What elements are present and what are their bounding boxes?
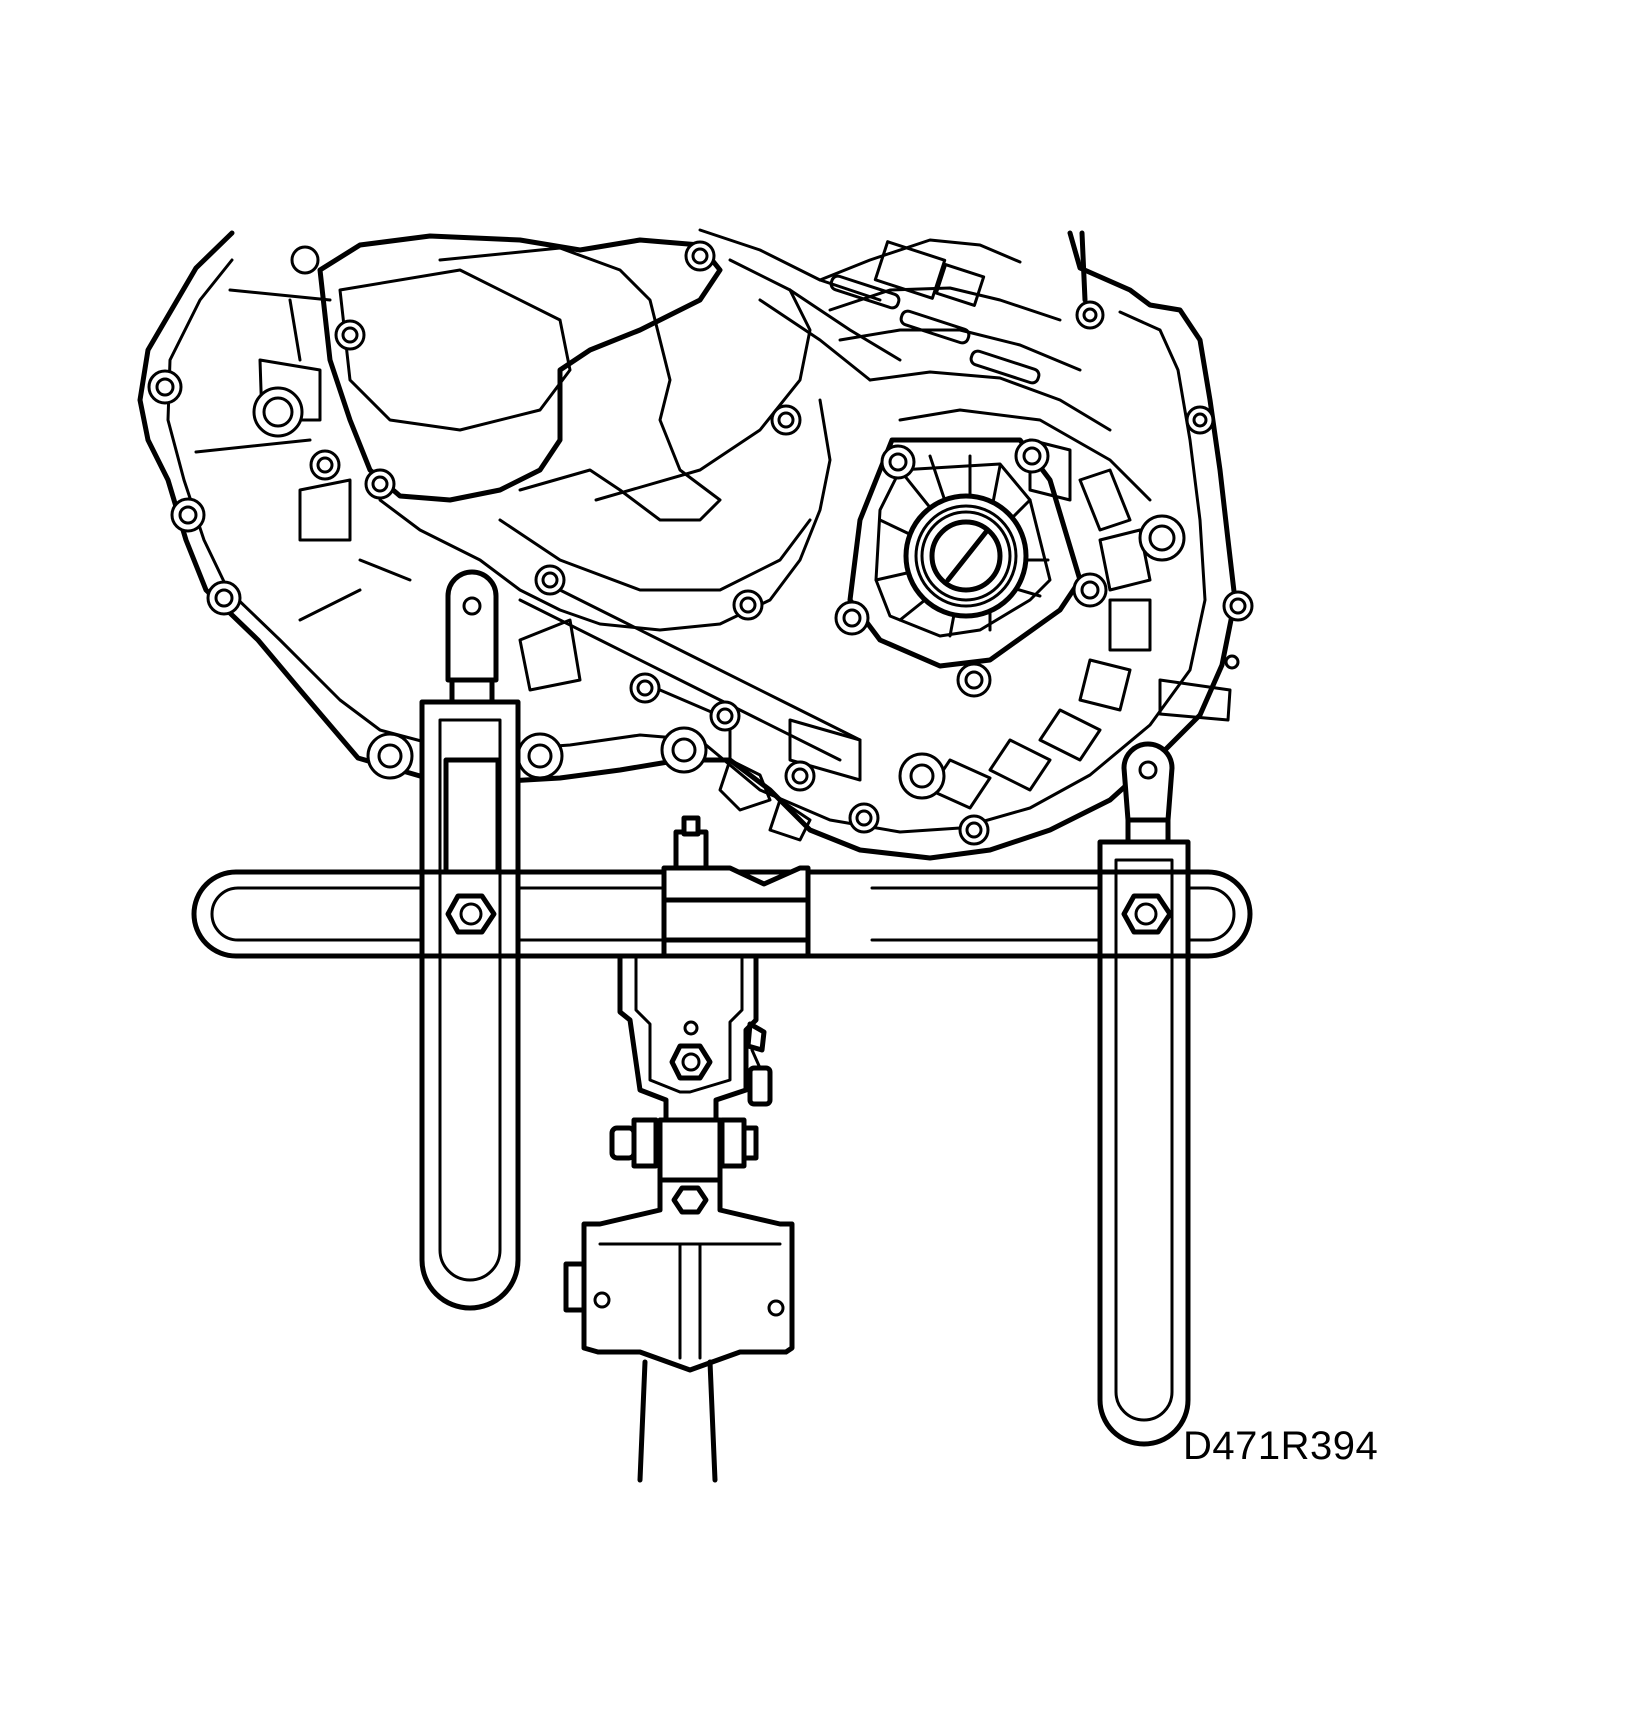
cross-bar (191, 815, 1253, 959)
figure-reference-code: D471R394 (1183, 1424, 1379, 1468)
adapter-bolt-head (671, 1185, 709, 1215)
left-clamp-nut (445, 893, 497, 935)
pivot-nut (669, 1043, 713, 1081)
right-clamp-nut (1121, 893, 1173, 935)
left-support-arm (419, 569, 521, 1311)
transmission-housing (137, 228, 1254, 861)
right-support-arm (1097, 741, 1191, 1447)
casing-bolt (147, 240, 1254, 846)
jack-adapter-post (563, 953, 795, 1483)
